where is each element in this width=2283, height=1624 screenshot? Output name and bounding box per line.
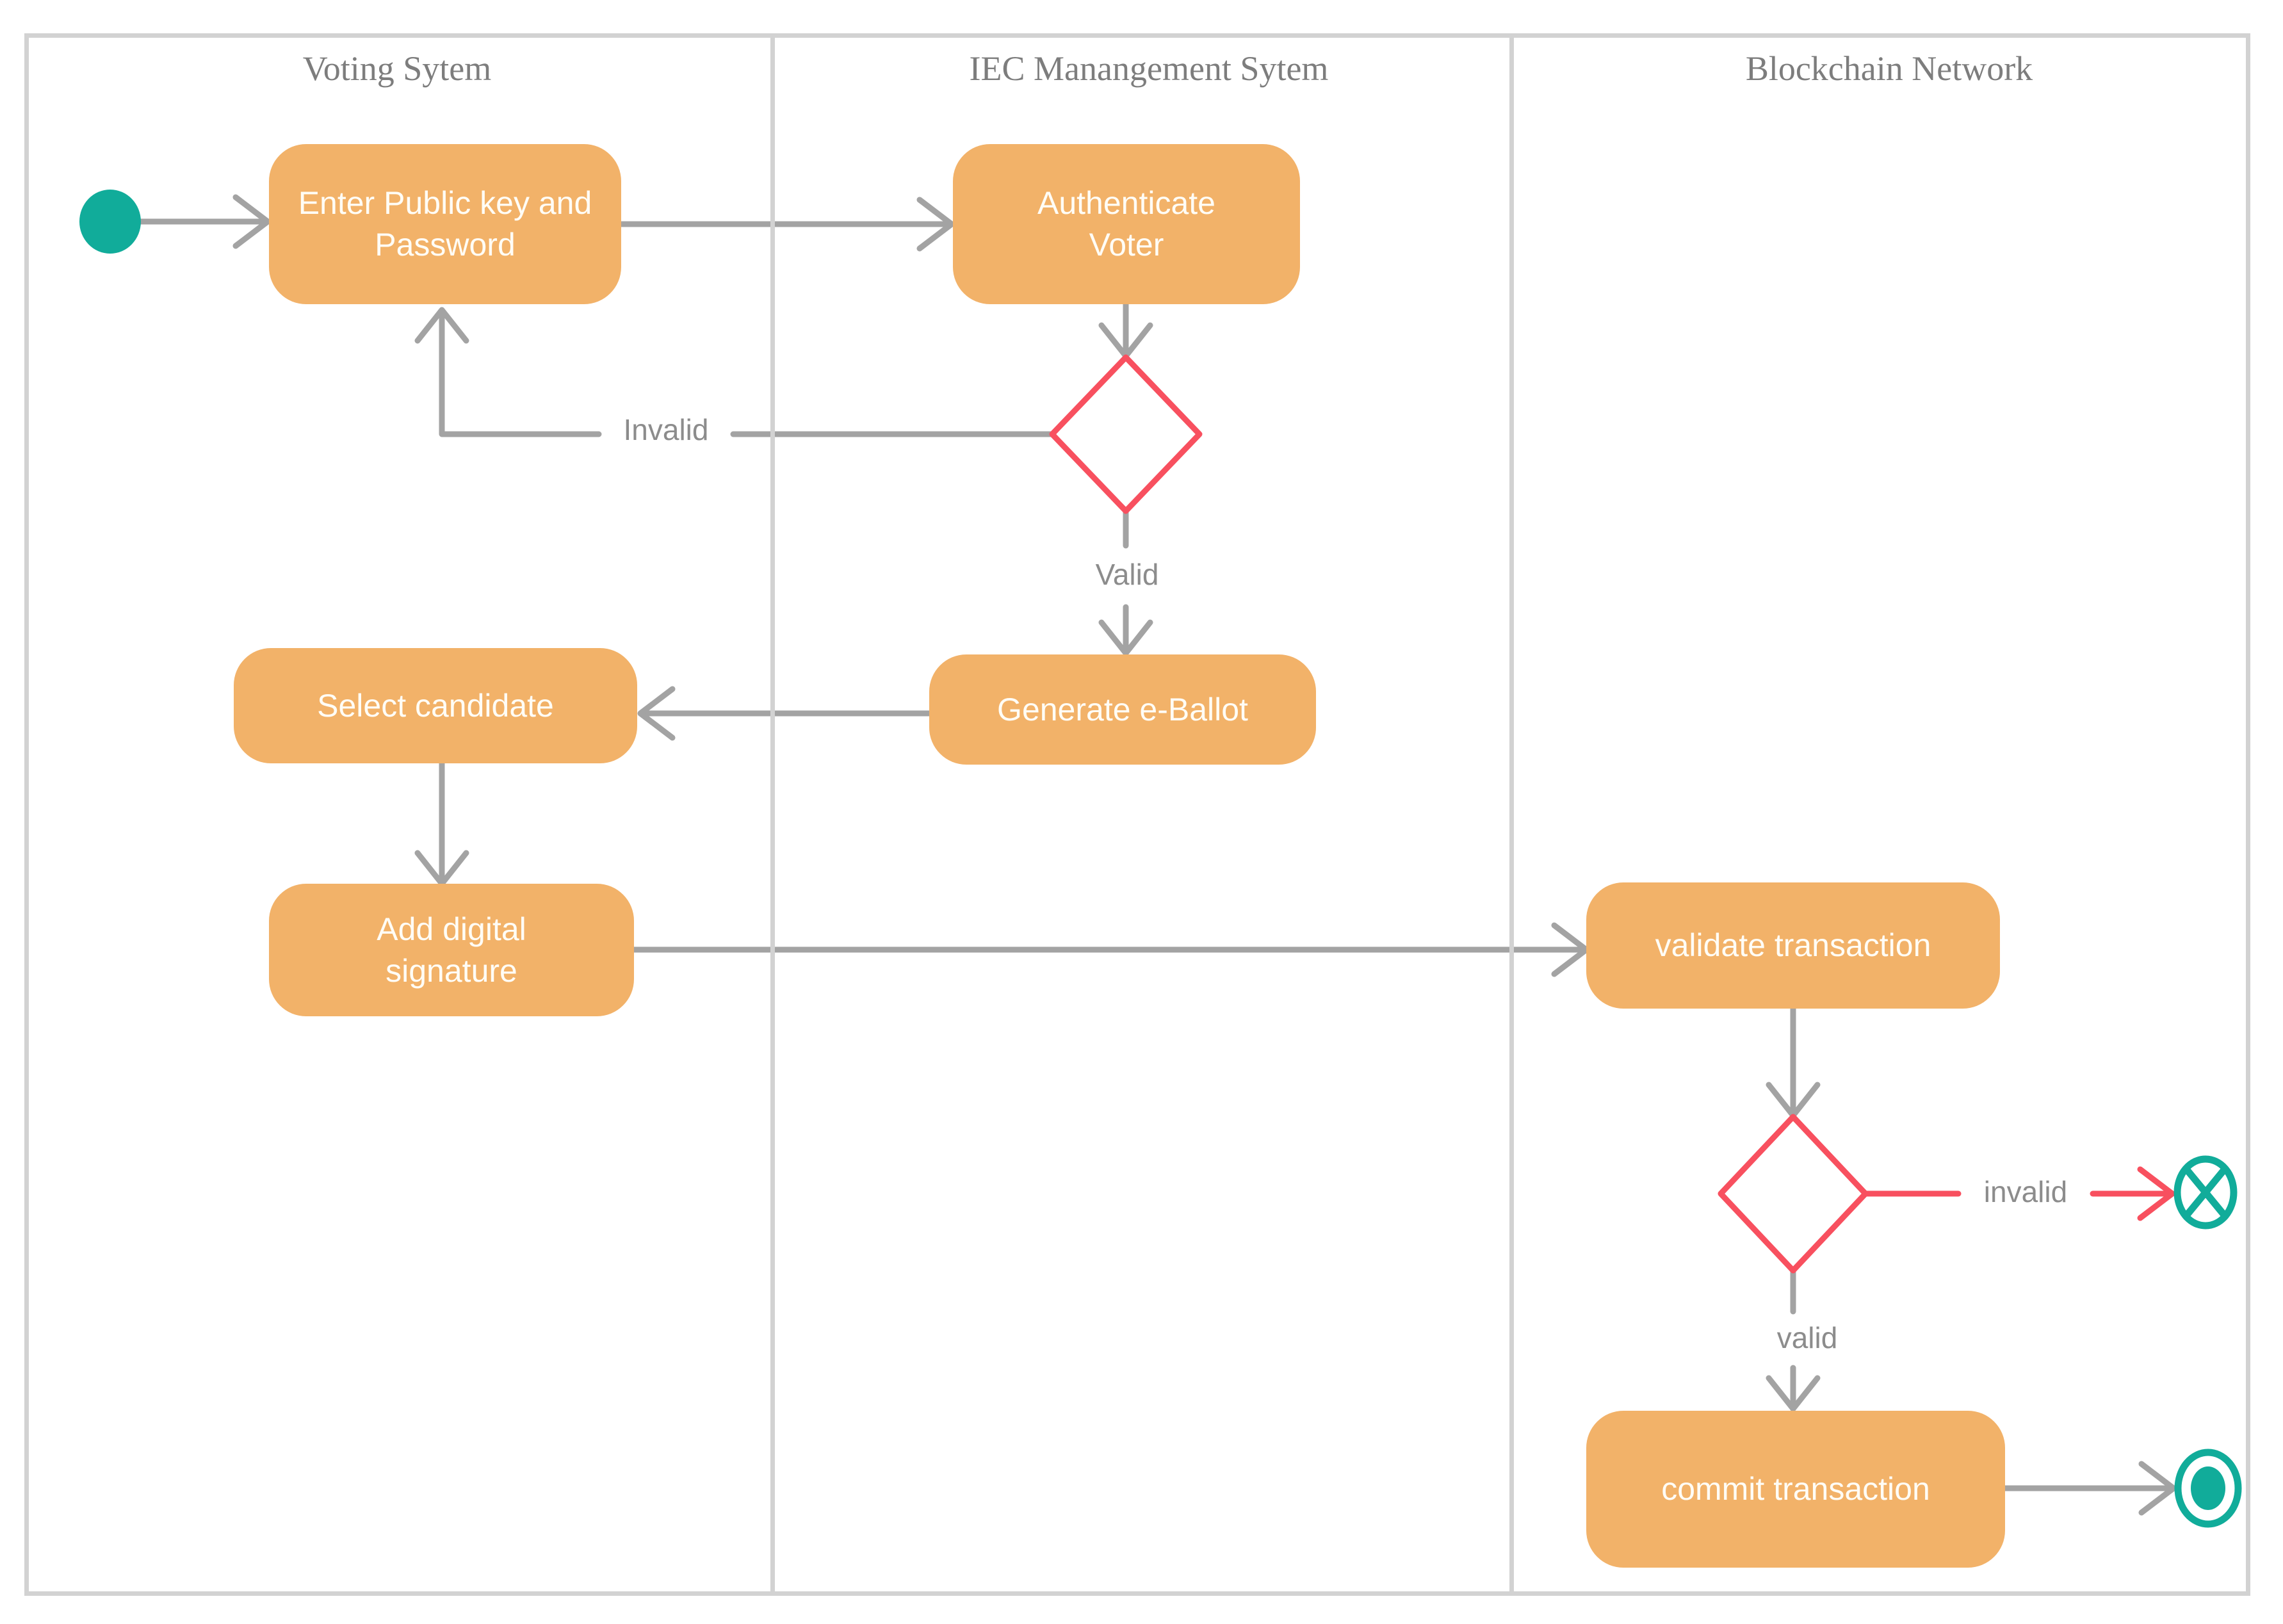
arrowhead-up-icon (414, 307, 469, 344)
lane-title-voting-system: Voting Sytem (302, 49, 492, 88)
activity-label: Authenticate Voter (1037, 185, 1215, 263)
activity-generate-eballot: Generate e-Ballot (929, 654, 1316, 765)
lane-title-blockchain-network: Blockchain Network (1745, 49, 2033, 88)
lane-divider-1 (770, 33, 775, 1596)
activity-add-digital-signature: Add digital signature (269, 884, 634, 1016)
initial-node-icon (79, 190, 141, 254)
activity-enter-public-key: Enter Public key and Password (269, 144, 621, 304)
decision-authenticate-diamond (1049, 354, 1203, 514)
activity-final-node-icon (2174, 1449, 2242, 1528)
activity-select-candidate: Select candidate (234, 648, 637, 763)
arrowhead-down-icon (1098, 619, 1153, 656)
activity-label: commit transaction (1661, 1471, 1930, 1507)
flow-final-node-icon (2173, 1155, 2238, 1230)
activity-commit-transaction: commit transaction (1586, 1411, 2005, 1568)
arrowhead-right-icon (232, 194, 271, 249)
lane-divider-2 (1509, 33, 1514, 1596)
connectors (136, 194, 2177, 1516)
arrowhead-right-red-icon (2137, 1166, 2175, 1221)
arrowhead-left-icon (637, 686, 676, 741)
activity-label: Enter Public key and Password (298, 185, 592, 263)
edge-invalid-segment-b (439, 312, 602, 437)
activity-label: Select candidate (317, 687, 554, 724)
activity-label: Generate e-Ballot (997, 691, 1248, 727)
activity-label: Add digital signature (377, 911, 526, 989)
arrowhead-right-icon (916, 197, 955, 252)
lane-title-iec-management-system: IEC Manangement Sytem (969, 49, 1329, 88)
arrowhead-down-icon (1766, 1375, 1821, 1412)
activity-label: validate transaction (1655, 927, 1931, 963)
decision-validate-diamond (1718, 1114, 1869, 1274)
swimlane-frame (24, 33, 2250, 1596)
arrowhead-right-icon (2138, 1461, 2177, 1516)
activity-validate-transaction: validate transaction (1586, 882, 2000, 1009)
activity-authenticate-voter: Authenticate Voter (953, 144, 1300, 304)
